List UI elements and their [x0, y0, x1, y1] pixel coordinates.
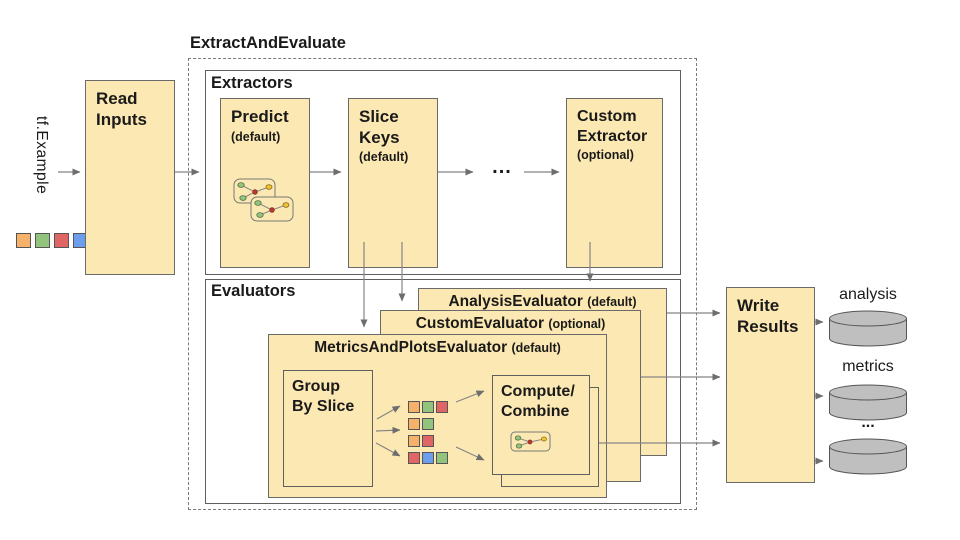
custom-extractor-box: Custom Extractor (optional)	[566, 98, 663, 268]
slice-keys-qualifier: (default)	[359, 150, 409, 165]
custom-extractor-title: Custom Extractor	[577, 108, 648, 145]
compute-graph-icon	[510, 431, 551, 452]
write-results-box: Write Results	[726, 287, 815, 483]
slice-item-square	[408, 418, 420, 430]
evaluators-section-label: Evaluators	[211, 282, 296, 300]
analysis-evaluator-title: AnalysisEvaluator (default)	[448, 293, 637, 310]
database-cylinder-icon	[829, 384, 907, 421]
predict-extractor-box: Predict (default)	[220, 98, 310, 268]
slice-item-square	[422, 435, 434, 447]
slice-item-square	[436, 401, 448, 413]
slice-item-square	[422, 452, 434, 464]
extract-and-evaluate-container	[188, 58, 697, 510]
write-results-title: Write Results	[737, 296, 799, 336]
output-label-metrics: metrics	[842, 358, 894, 375]
slice-keys-title: Slice Keys	[359, 107, 400, 147]
read-inputs-title: Read Inputs	[96, 89, 147, 129]
custom-evaluator-title: CustomEvaluator (optional)	[415, 315, 606, 332]
input-format-label: tf.Example	[33, 116, 50, 195]
read-inputs-box: Read Inputs	[85, 80, 175, 275]
custom-extractor-qualifier: (optional)	[577, 148, 634, 163]
pipeline-title: ExtractAndEvaluate	[190, 34, 346, 52]
slice-item-square	[436, 452, 448, 464]
output-label-ellipsis: ...	[861, 414, 875, 431]
slice-item-square	[422, 418, 434, 430]
slice-keys-extractor-box: Slice Keys (default)	[348, 98, 438, 268]
extractors-ellipsis: ...	[492, 156, 512, 178]
example-square-green	[35, 233, 50, 248]
predict-title: Predict	[231, 107, 289, 126]
metrics-and-plots-evaluator-title: MetricsAndPlotsEvaluator (default)	[314, 339, 561, 356]
compute-combine-title: Compute/ Combine	[501, 383, 575, 420]
group-by-slice-box: Group By Slice	[283, 370, 373, 487]
compute-combine-box: Compute/ Combine	[492, 375, 590, 475]
predict-qualifier: (default)	[231, 129, 281, 144]
extractors-section-label: Extractors	[211, 74, 293, 92]
database-cylinder-icon	[829, 438, 907, 475]
extractors-section-box	[205, 70, 681, 275]
evaluators-section-box	[205, 279, 681, 504]
slice-item-square	[422, 401, 434, 413]
output-label-analysis: analysis	[839, 286, 897, 303]
group-by-slice-title: Group By Slice	[292, 378, 355, 415]
model-graph-icon	[233, 178, 294, 222]
slice-item-square	[408, 401, 420, 413]
example-square-red	[54, 233, 69, 248]
slice-item-square	[408, 435, 420, 447]
slice-item-square	[408, 452, 420, 464]
database-cylinder-icon	[829, 310, 907, 347]
example-square-orange	[16, 233, 31, 248]
